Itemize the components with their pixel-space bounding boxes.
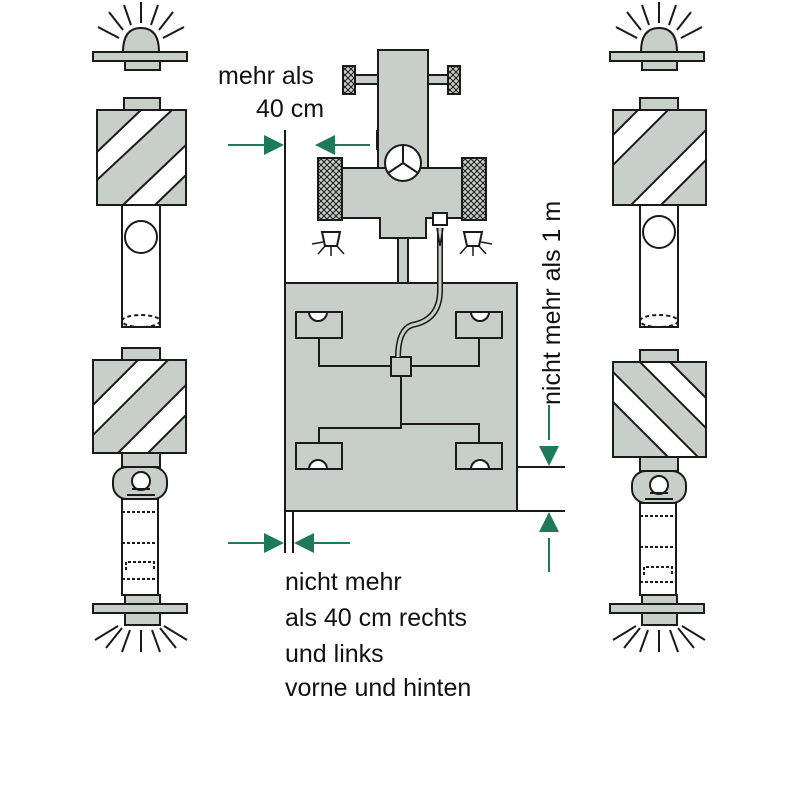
top-spacing-label-line2: 40 cm — [256, 95, 325, 123]
right-beacon-bottom — [609, 594, 706, 653]
arrow-right-icon — [264, 135, 284, 155]
wiring — [318, 227, 480, 443]
left-beacon-top — [92, 2, 188, 71]
tractor-socket — [432, 212, 448, 226]
dimension-height — [517, 405, 565, 572]
height-limit-label: nicht mehr als 1 m — [538, 200, 566, 405]
trailer-lamp-rear-right — [455, 442, 503, 470]
tractor-front-wheel-left — [317, 157, 343, 221]
left-beacon-bottom — [92, 594, 188, 653]
overhang-label-line1: nicht mehr — [285, 568, 402, 596]
right-beacon-top — [609, 2, 705, 71]
trailer — [284, 227, 518, 512]
right-warning-sign-bottom — [612, 349, 707, 472]
tractor-mirror-arm-left — [354, 74, 379, 85]
arrow-down-icon — [539, 446, 559, 466]
tractor-mirror-left — [342, 65, 356, 95]
right-pole-lower — [639, 502, 677, 596]
arrow-left-icon — [315, 135, 335, 155]
left-pole-lower — [121, 498, 159, 596]
right-lamp-clamp — [631, 470, 687, 504]
drawbar — [397, 237, 409, 284]
left-warning-sign-top — [96, 97, 187, 206]
overhang-label-line3: und links — [285, 640, 384, 668]
trailer-lamp-front-right — [455, 311, 503, 339]
arrow-right-icon — [264, 533, 284, 553]
right-warning-sign-top — [612, 97, 707, 206]
trailer-lamp-rear-left — [295, 442, 343, 470]
right-pole-upper — [639, 204, 679, 328]
tractor — [311, 49, 493, 256]
tractor-front-wheel-right — [461, 157, 487, 221]
left-pole-upper — [121, 204, 161, 328]
left-warning-sign-bottom — [92, 347, 187, 468]
trailer-lamp-front-left — [295, 311, 343, 339]
arrow-up-icon — [539, 512, 559, 532]
steering-wheel-icon — [384, 144, 422, 182]
tractor-headlight-right — [459, 231, 493, 256]
left-lamp-clamp — [112, 466, 168, 500]
tractor-mirror-right — [447, 65, 461, 95]
junction-box — [390, 356, 412, 377]
dimension-bottom-overhang — [228, 511, 350, 553]
arrow-left-icon — [294, 533, 314, 553]
overhang-label-line2: als 40 cm rechts — [285, 604, 468, 632]
tractor-headlight-left — [311, 231, 345, 256]
overhang-label-line4: vorne und hinten — [285, 674, 472, 702]
top-spacing-label-line1: mehr als — [218, 62, 314, 90]
